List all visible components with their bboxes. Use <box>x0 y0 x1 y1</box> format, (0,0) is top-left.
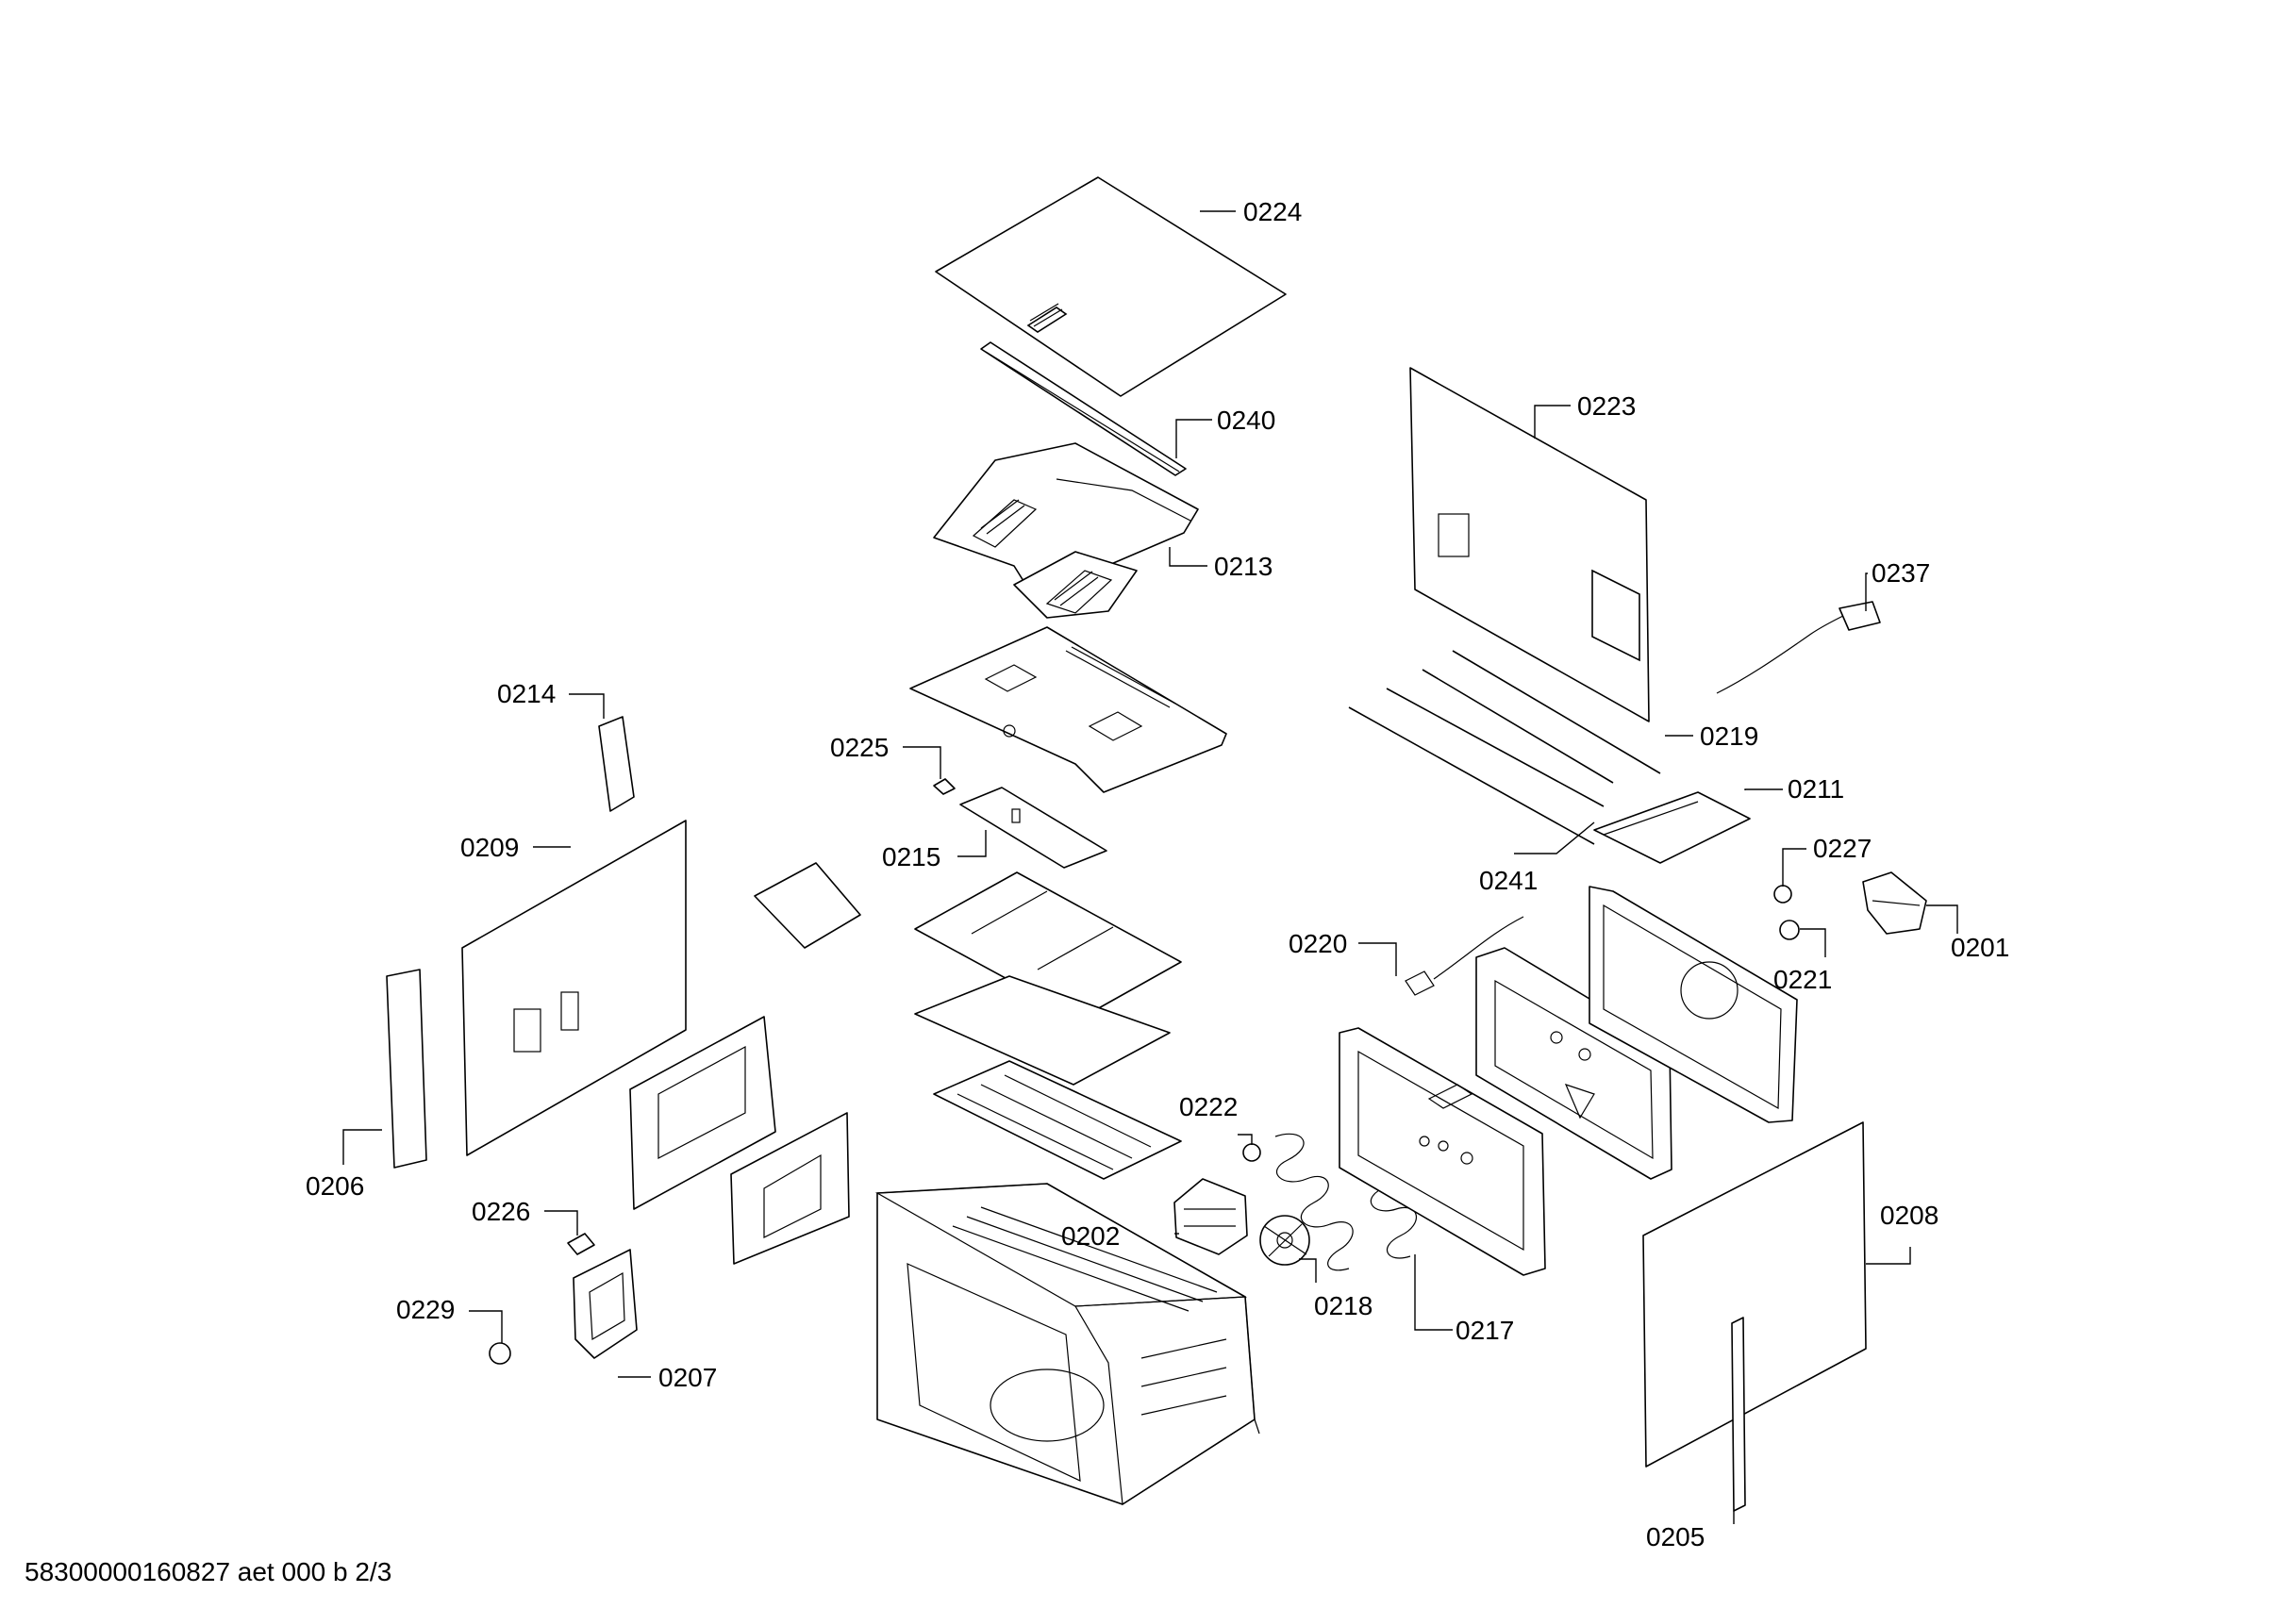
leader-lines <box>342 210 1958 1524</box>
label-0222: 0222 <box>1179 1092 1238 1121</box>
label-0214: 0214 <box>497 679 556 708</box>
label-0202: 0202 <box>1061 1221 1120 1251</box>
label-0227: 0227 <box>1813 834 1872 863</box>
label-0224: 0224 <box>1243 197 1302 226</box>
part-mid-plate <box>909 626 1227 793</box>
part-0225-clip <box>933 778 956 795</box>
label-0226: 0226 <box>472 1197 530 1226</box>
part-0237-power-cord <box>1716 601 1881 694</box>
part-magnetron-block <box>1173 1178 1248 1255</box>
part-0218-fan <box>1259 1215 1310 1266</box>
label-0208: 0208 <box>1880 1201 1938 1230</box>
part-0207-bracket <box>573 1249 638 1359</box>
part-insulation-frame-b <box>730 1112 850 1265</box>
part-0227-bushing <box>1773 885 1792 904</box>
label-0223: 0223 <box>1577 391 1636 421</box>
part-0208-outer-side-panel <box>1642 1121 1867 1468</box>
label-0213: 0213 <box>1214 552 1273 581</box>
part-0229-bushing <box>489 1342 511 1365</box>
part-0213-air-duct <box>933 442 1199 619</box>
label-0240: 0240 <box>1217 406 1275 435</box>
label-0205: 0205 <box>1646 1522 1705 1551</box>
label-0211: 0211 <box>1788 774 1844 804</box>
part-0240-strip <box>980 341 1187 476</box>
label-0237: 0237 <box>1872 558 1930 588</box>
label-0220: 0220 <box>1289 929 1347 958</box>
part-0201-motor <box>1862 871 1927 935</box>
part-0211-bracket <box>1593 791 1751 864</box>
part-0214-bracket <box>598 716 635 812</box>
label-0218: 0218 <box>1314 1291 1373 1320</box>
part-0224-top-cover <box>935 176 1287 397</box>
document-reference-footer: 58300000160827 aet 000 b 2/3 <box>25 1557 392 1586</box>
label-0206: 0206 <box>306 1171 364 1201</box>
part-0206-strip <box>386 969 427 1169</box>
label-0217: 0217 <box>1456 1316 1514 1345</box>
part-shelf-lower <box>933 1060 1182 1180</box>
part-0221-bushing <box>1779 920 1800 940</box>
part-0220-sensor <box>1405 916 1524 996</box>
part-labels: 0224 0240 0213 0223 0237 0214 0225 0219 … <box>306 197 2009 1551</box>
part-0215-plate <box>959 787 1107 869</box>
part-0222-component <box>1242 1143 1261 1162</box>
part-0219-rails <box>1348 650 1661 845</box>
part-insulation-frame-a <box>629 1016 776 1210</box>
part-0226-clip <box>567 1233 595 1255</box>
part-0209-side-panel <box>461 820 687 1156</box>
label-0241: 0241 <box>1479 866 1538 895</box>
label-0209: 0209 <box>460 833 519 862</box>
part-0223-side-panel <box>1409 367 1650 722</box>
label-0207: 0207 <box>658 1363 717 1392</box>
label-0225: 0225 <box>830 733 889 762</box>
part-back-frame <box>1475 947 1672 1180</box>
label-0229: 0229 <box>396 1295 455 1324</box>
label-0201: 0201 <box>1951 933 2009 962</box>
label-0221: 0221 <box>1773 965 1832 994</box>
part-back-outer-frame <box>1589 886 1798 1123</box>
part-0205-strip <box>1731 1317 1746 1512</box>
part-rear-cavity-frame <box>1339 1027 1546 1276</box>
label-0215: 0215 <box>882 842 940 871</box>
part-shelf-middle <box>914 975 1171 1086</box>
part-angle-bracket <box>754 862 861 949</box>
part-0202-oven-cavity <box>874 1183 1260 1506</box>
label-0219: 0219 <box>1700 722 1758 751</box>
